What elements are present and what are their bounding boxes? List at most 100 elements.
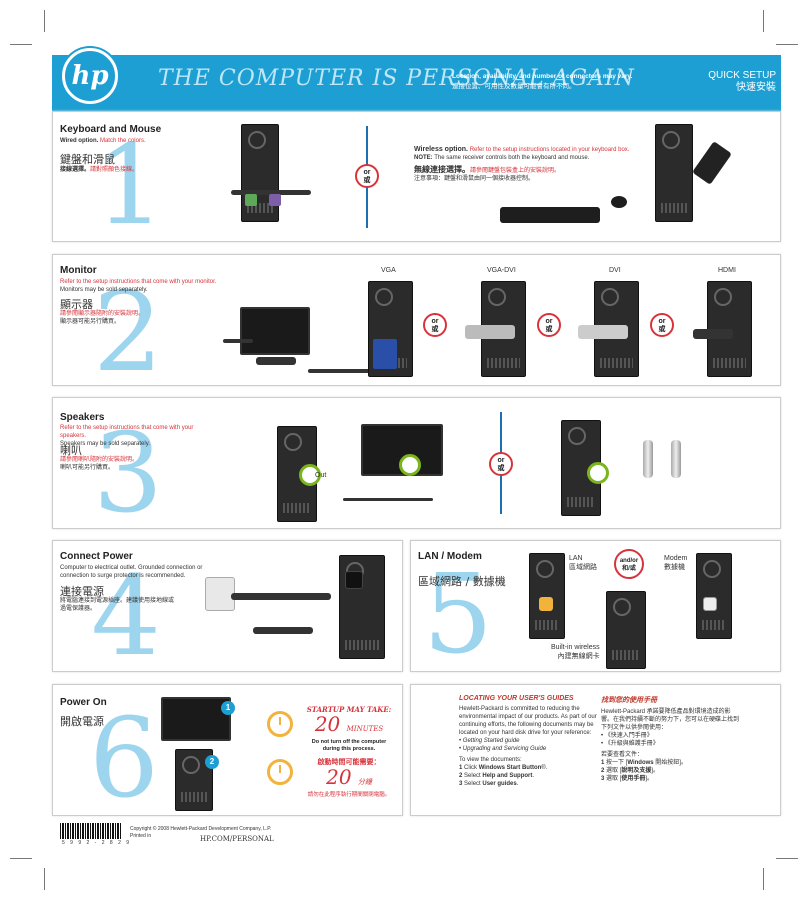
slogan: THE COMPUTER IS PERSONAL AGAIN	[158, 66, 635, 91]
ps2-mouse-plug	[245, 194, 257, 206]
audio-out-jack	[299, 464, 321, 486]
panel-connect-power: 4 Connect Power Computer to electrical o…	[52, 540, 403, 672]
keyboard-cable	[231, 190, 311, 195]
website-link[interactable]: HP.COM/PERSONAL	[200, 835, 274, 843]
connector-label-hdmi: HDMI	[718, 267, 736, 274]
wireless-mouse-illustration	[611, 196, 627, 208]
lan-cable	[539, 597, 553, 611]
connector-label-vga: VGA	[381, 267, 396, 274]
monitor-instructions-zh: 請參閱顯示器隨附的安裝說明。顯示器可能另行購買。	[60, 311, 145, 325]
step-number: 2	[93, 268, 163, 386]
usb-receiver-illustration	[692, 141, 732, 185]
crop-mark	[763, 10, 764, 32]
barcode	[60, 823, 122, 839]
crop-mark	[10, 858, 32, 859]
panel-title: Connect Power	[60, 551, 133, 562]
barcode-number: 5 9 9 2 - 2 8 2 9	[62, 840, 132, 846]
quick-setup-title: QUICK SETUP 快速安裝	[708, 70, 776, 93]
wireless-option: Wireless option. Refer to the setup inst…	[414, 146, 630, 161]
ps2-keyboard-plug	[269, 194, 281, 206]
panel-title: Keyboard and Mouse	[60, 124, 162, 135]
step-number: 1	[95, 121, 165, 242]
panel-title-zh: 鍵盤和滑鼠	[60, 153, 115, 166]
dvi-adapter	[465, 325, 515, 339]
speaker-instructions: Refer to the setup instructions that com…	[60, 425, 194, 447]
step-number: 3	[93, 409, 163, 529]
hp-logo: hp	[62, 48, 118, 104]
wired-option: Wired option. Match the colors.	[60, 138, 146, 144]
audio-out-label: Out	[315, 472, 327, 479]
guides-english: LOCATING YOUR USER'S GUIDES Hewlett-Pack…	[459, 695, 597, 787]
step-badge-2: 2	[205, 755, 219, 769]
audio-out-jack	[587, 462, 609, 484]
vga-cable	[308, 369, 378, 373]
crop-mark	[10, 44, 32, 45]
panel-keyboard-mouse: 1 Keyboard and Mouse Wired option. Match…	[52, 111, 781, 242]
connector-label-dvi: DVI	[609, 267, 621, 274]
wireless-tower-illustration	[606, 591, 646, 669]
guides-chinese: 找到您的使用手冊 Hewlett-Packard 承諾要降低產品對環境造成的影響…	[601, 697, 740, 782]
panel-monitor: 2 Monitor Refer to the setup instruction…	[52, 254, 781, 386]
step-number: 6	[89, 694, 159, 816]
dvi-plug	[578, 325, 628, 339]
monitor-illustration	[240, 307, 310, 355]
panel-title-zh: 區域網路 / 數據機	[418, 575, 506, 588]
panel-title: LAN / Modem	[418, 551, 482, 562]
step-number: 5	[423, 550, 493, 672]
panel-users-guides: LOCATING YOUR USER'S GUIDES Hewlett-Pack…	[410, 684, 781, 816]
wireless-option-zh: 無線連接選擇。請參閱鍵盤包裝盒上的安裝說明。 注意事項：鍵盤和滑鼠由同一個接收器…	[414, 165, 561, 183]
panel-title: Speakers	[60, 412, 105, 423]
power-cable	[223, 339, 253, 343]
monitor-instructions: Refer to the setup instructions that com…	[60, 279, 217, 293]
computer-tower-illustration	[241, 124, 279, 222]
clock-icon	[267, 711, 293, 737]
connector-label-vga-dvi: VGA-DVI	[487, 267, 516, 274]
startup-info: STARTUP MAY TAKE: 20 MINUTES Do not turn…	[306, 705, 392, 798]
panel-power-on: 6 Power On 開啟電源 1 2 STARTUP MAY TAKE: 20…	[52, 684, 403, 816]
crop-mark	[44, 10, 45, 32]
crop-mark	[776, 858, 798, 859]
panel-title-zh: 喇叭	[60, 444, 82, 457]
wireless-keyboard-illustration	[500, 207, 600, 223]
speaker-left-illustration	[643, 440, 653, 478]
monitor-stand	[256, 357, 296, 365]
hdmi-plug	[693, 329, 733, 339]
power-cable-loop	[253, 627, 313, 634]
copyright: Copyright © 2008 Hewlett-Packard Develop…	[130, 826, 272, 839]
vga-plug	[373, 339, 397, 369]
audio-out-jack	[399, 454, 421, 476]
audio-cable	[343, 498, 433, 501]
monitor-illustration	[161, 697, 231, 741]
step-badge-1: 1	[221, 701, 235, 715]
clock-icon	[267, 759, 293, 785]
modem-cable	[703, 597, 717, 611]
panel-title-zh: 顯示器	[60, 298, 93, 311]
panel-title-zh: 連接電源	[60, 585, 104, 598]
computer-tower-illustration	[696, 553, 732, 639]
power-cable	[231, 593, 331, 600]
panel-title: Power On	[60, 697, 107, 708]
crop-mark	[44, 868, 45, 890]
step-number: 4	[91, 552, 161, 672]
speaker-right-illustration	[671, 440, 681, 478]
computer-tower-illustration	[655, 124, 693, 222]
speaker-instructions-zh: 請參閱喇叭隨附的安裝說明。喇叭可能另行購買。	[60, 457, 139, 471]
panel-title-zh: 開啟電源	[60, 715, 104, 728]
crop-mark	[776, 44, 798, 45]
power-instructions-zh: 將電腦連接到電源插座。建議使用接地線或過電保護器。	[60, 598, 175, 612]
panel-speakers: 3 Speakers Refer to the setup instructio…	[52, 397, 781, 529]
crop-mark	[763, 868, 764, 890]
power-instructions: Computer to electrical outlet. Grounded …	[60, 565, 203, 579]
panel-title: Monitor	[60, 265, 97, 276]
computer-tower-illustration	[529, 553, 565, 639]
power-connector	[345, 571, 363, 589]
wired-option-zh: 接線選擇。請對照顏色接線。	[60, 167, 139, 173]
